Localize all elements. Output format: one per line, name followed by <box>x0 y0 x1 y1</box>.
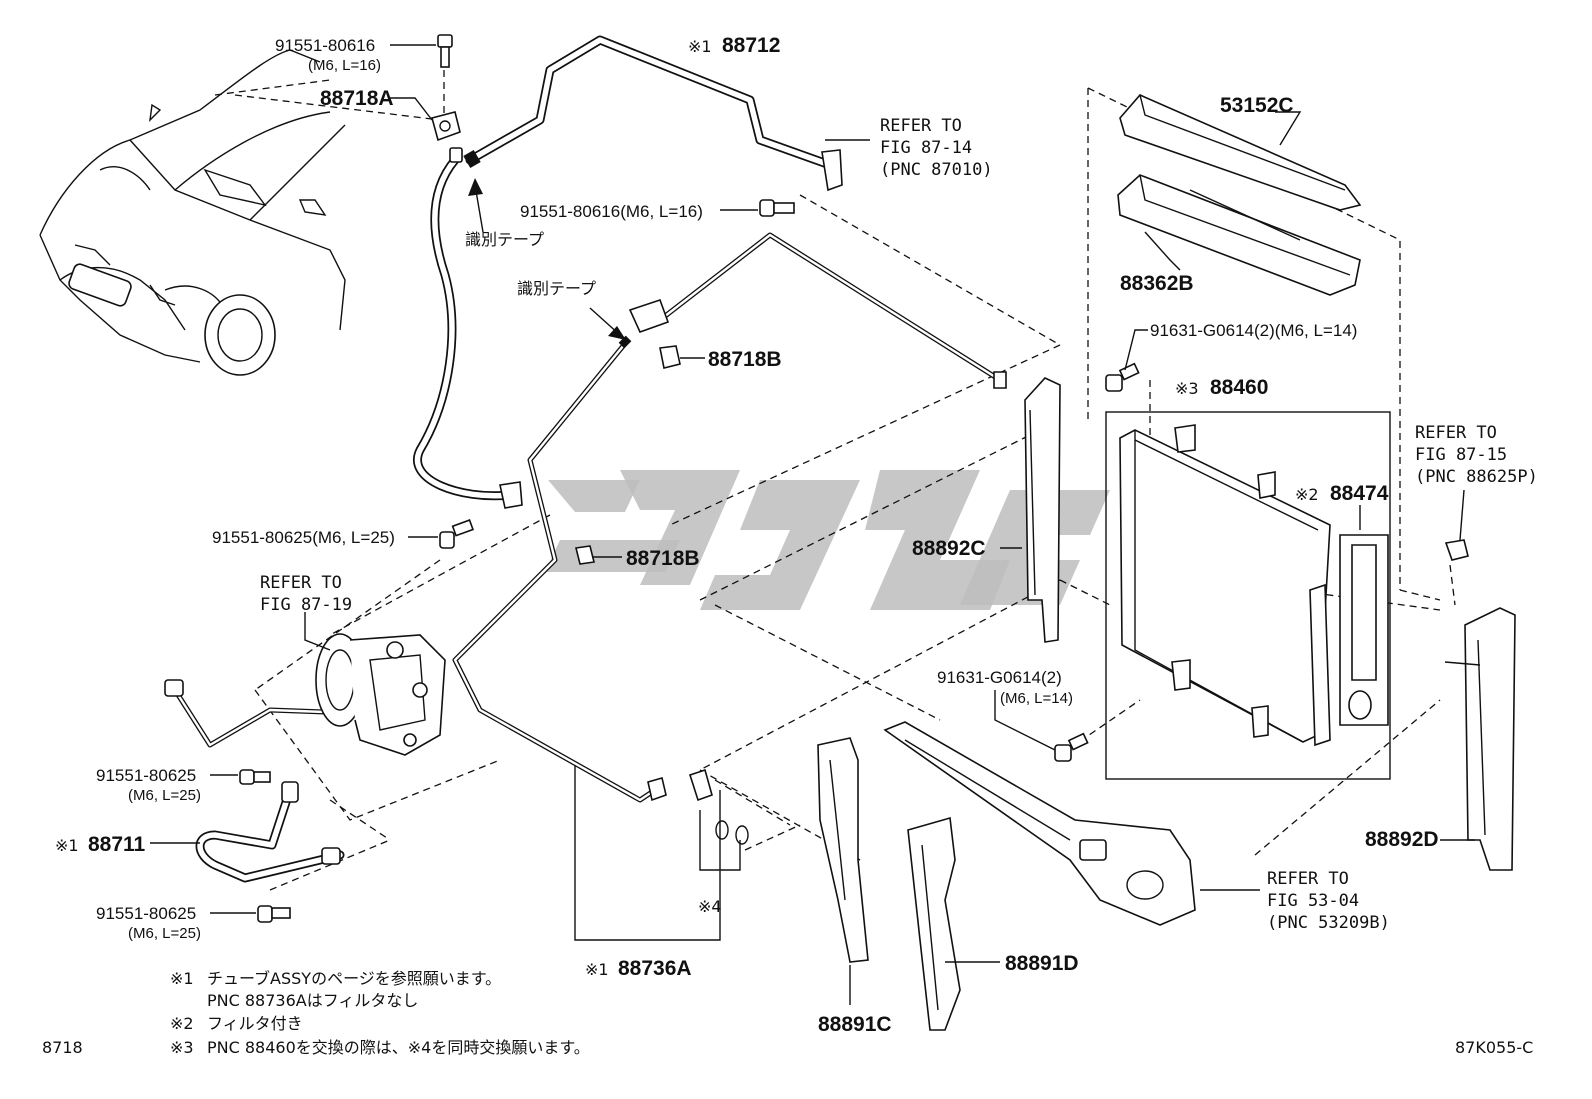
o-ring-icon[interactable] <box>688 768 749 845</box>
tube-88736a-label: 88736A <box>618 957 692 980</box>
seal-88362b[interactable] <box>1117 174 1361 296</box>
seal-88892d[interactable] <box>1444 607 1516 871</box>
refer-87-14-line1: REFER TO <box>880 116 962 136</box>
bolt-top-spec: (M6, L=16) <box>308 57 381 74</box>
note-1b-text: PNC 88736Aはフィルタなし <box>207 991 418 1010</box>
clamp-88718a-icon[interactable] <box>431 111 463 163</box>
watermark-logo <box>545 470 1110 610</box>
seal-53152c-label: 53152C <box>1220 94 1294 117</box>
clamp-88718b-upper-icon[interactable] <box>659 345 681 369</box>
support-53209b[interactable] <box>883 721 1196 926</box>
bolt-25-mid-label: 91551-80625(M6, L=25) <box>212 528 395 547</box>
bolt-25-mid-icon[interactable] <box>439 519 474 549</box>
refer-87-15-line3: (PNC 88625P) <box>1415 467 1538 487</box>
bolt-g0614-low-line2: (M6, L=14) <box>1000 690 1073 707</box>
clip-88625p-icon[interactable] <box>1444 539 1469 561</box>
bolt-mid-label: 91551-80616(M6, L=16) <box>520 202 703 221</box>
tube-88712-label: 88712 <box>722 34 780 57</box>
seal-88891c[interactable] <box>817 737 869 963</box>
seal-88891d[interactable] <box>907 816 961 1031</box>
bolt-25-b-pn: 91551-80625 <box>96 904 196 923</box>
clamp-88718b-lower-icon[interactable] <box>575 545 595 565</box>
section-number: 8718 <box>42 1038 83 1057</box>
tube-88711[interactable] <box>164 679 345 883</box>
note-1-mark: ※1 <box>170 969 194 988</box>
bolt-25-a-icon[interactable] <box>239 769 271 785</box>
bolt-g0614-top-label: 91631-G0614(2)(M6, L=14) <box>1150 321 1357 340</box>
note-3-text: PNC 88460を交換の際は、※4を同時交換願います。 <box>207 1038 590 1057</box>
seal-88892d-label: 88892D <box>1365 828 1439 851</box>
bolt-g0614-low-line1: 91631-G0614(2) <box>937 668 1062 687</box>
dryer-88474[interactable] <box>1339 534 1389 726</box>
seal-88362b-label: 88362B <box>1120 272 1194 295</box>
id-tape-label-2: 識別テープ <box>517 279 596 298</box>
refer-87-19-line2: FIG 87-19 <box>260 595 352 615</box>
refer-87-15-line1: REFER TO <box>1415 423 1497 443</box>
refer-87-15-line2: FIG 87-15 <box>1415 445 1507 465</box>
condenser-88460[interactable] <box>1119 424 1331 747</box>
seal-88892c[interactable] <box>1024 377 1061 643</box>
dryer-88474-mark: ※2 <box>1295 485 1319 504</box>
note-3-mark: ※3 <box>170 1038 194 1057</box>
seal-53152c[interactable] <box>1119 94 1362 211</box>
bolt-g0614-low-icon[interactable] <box>1054 732 1089 762</box>
note-2-text: フィルタ付き <box>207 1014 303 1033</box>
condenser-88460-label: 88460 <box>1210 376 1268 399</box>
figure-code: 87K055-C <box>1455 1038 1533 1057</box>
bolt-25-b-icon[interactable] <box>257 905 291 923</box>
refer-53-04-line1: REFER TO <box>1267 869 1349 889</box>
o-ring-mark: ※4 <box>698 897 722 916</box>
bolt-25-a-pn: 91551-80625 <box>96 766 196 785</box>
dryer-88474-label: 88474 <box>1330 482 1389 505</box>
tube-88711-label: 88711 <box>88 833 146 856</box>
seal-88892c-label: 88892C <box>912 537 986 560</box>
clamp-88718b-lower-label: 88718B <box>626 547 700 570</box>
tube-88712[interactable] <box>413 35 843 509</box>
seal-88891d-label: 88891D <box>1005 952 1079 975</box>
bolt-25-b-spec: (M6, L=25) <box>128 925 201 942</box>
refer-87-14-line3: (PNC 87010) <box>880 160 993 180</box>
tube-88712-mark: ※1 <box>688 37 712 56</box>
refer-53-04-line2: FIG 53-04 <box>1267 891 1359 911</box>
seal-88891c-label: 88891C <box>818 1013 892 1036</box>
condenser-frame <box>1105 411 1391 780</box>
vehicle-illustration <box>39 49 346 376</box>
refer-87-14-line2: FIG 87-14 <box>880 138 972 158</box>
note-2-mark: ※2 <box>170 1014 194 1033</box>
bolt-top-icon[interactable] <box>437 34 453 68</box>
bolt-25-a-spec: (M6, L=25) <box>128 787 201 804</box>
ac-compressor[interactable] <box>315 633 446 756</box>
clamp-88718a-label: 88718A <box>320 87 394 110</box>
condenser-88460-mark: ※3 <box>1175 379 1199 398</box>
refer-53-04-line3: (PNC 53209B) <box>1267 913 1390 933</box>
refer-87-19-line1: REFER TO <box>260 573 342 593</box>
leader-lines <box>150 44 1475 1005</box>
bolt-mid-icon[interactable] <box>759 199 795 217</box>
clamp-88718b-upper-label: 88718B <box>708 348 782 371</box>
tube-88736a-mark: ※1 <box>585 960 609 979</box>
tube-88711-mark: ※1 <box>55 836 79 855</box>
bolt-top-pn: 91551-80616 <box>275 36 375 55</box>
tube-88736a[interactable] <box>452 232 1007 803</box>
bolt-g0614-top-icon[interactable] <box>1105 362 1140 392</box>
note-1-text: チューブASSYのページを参照願います。 <box>207 969 501 988</box>
id-tape-label-1: 識別テープ <box>465 230 544 249</box>
